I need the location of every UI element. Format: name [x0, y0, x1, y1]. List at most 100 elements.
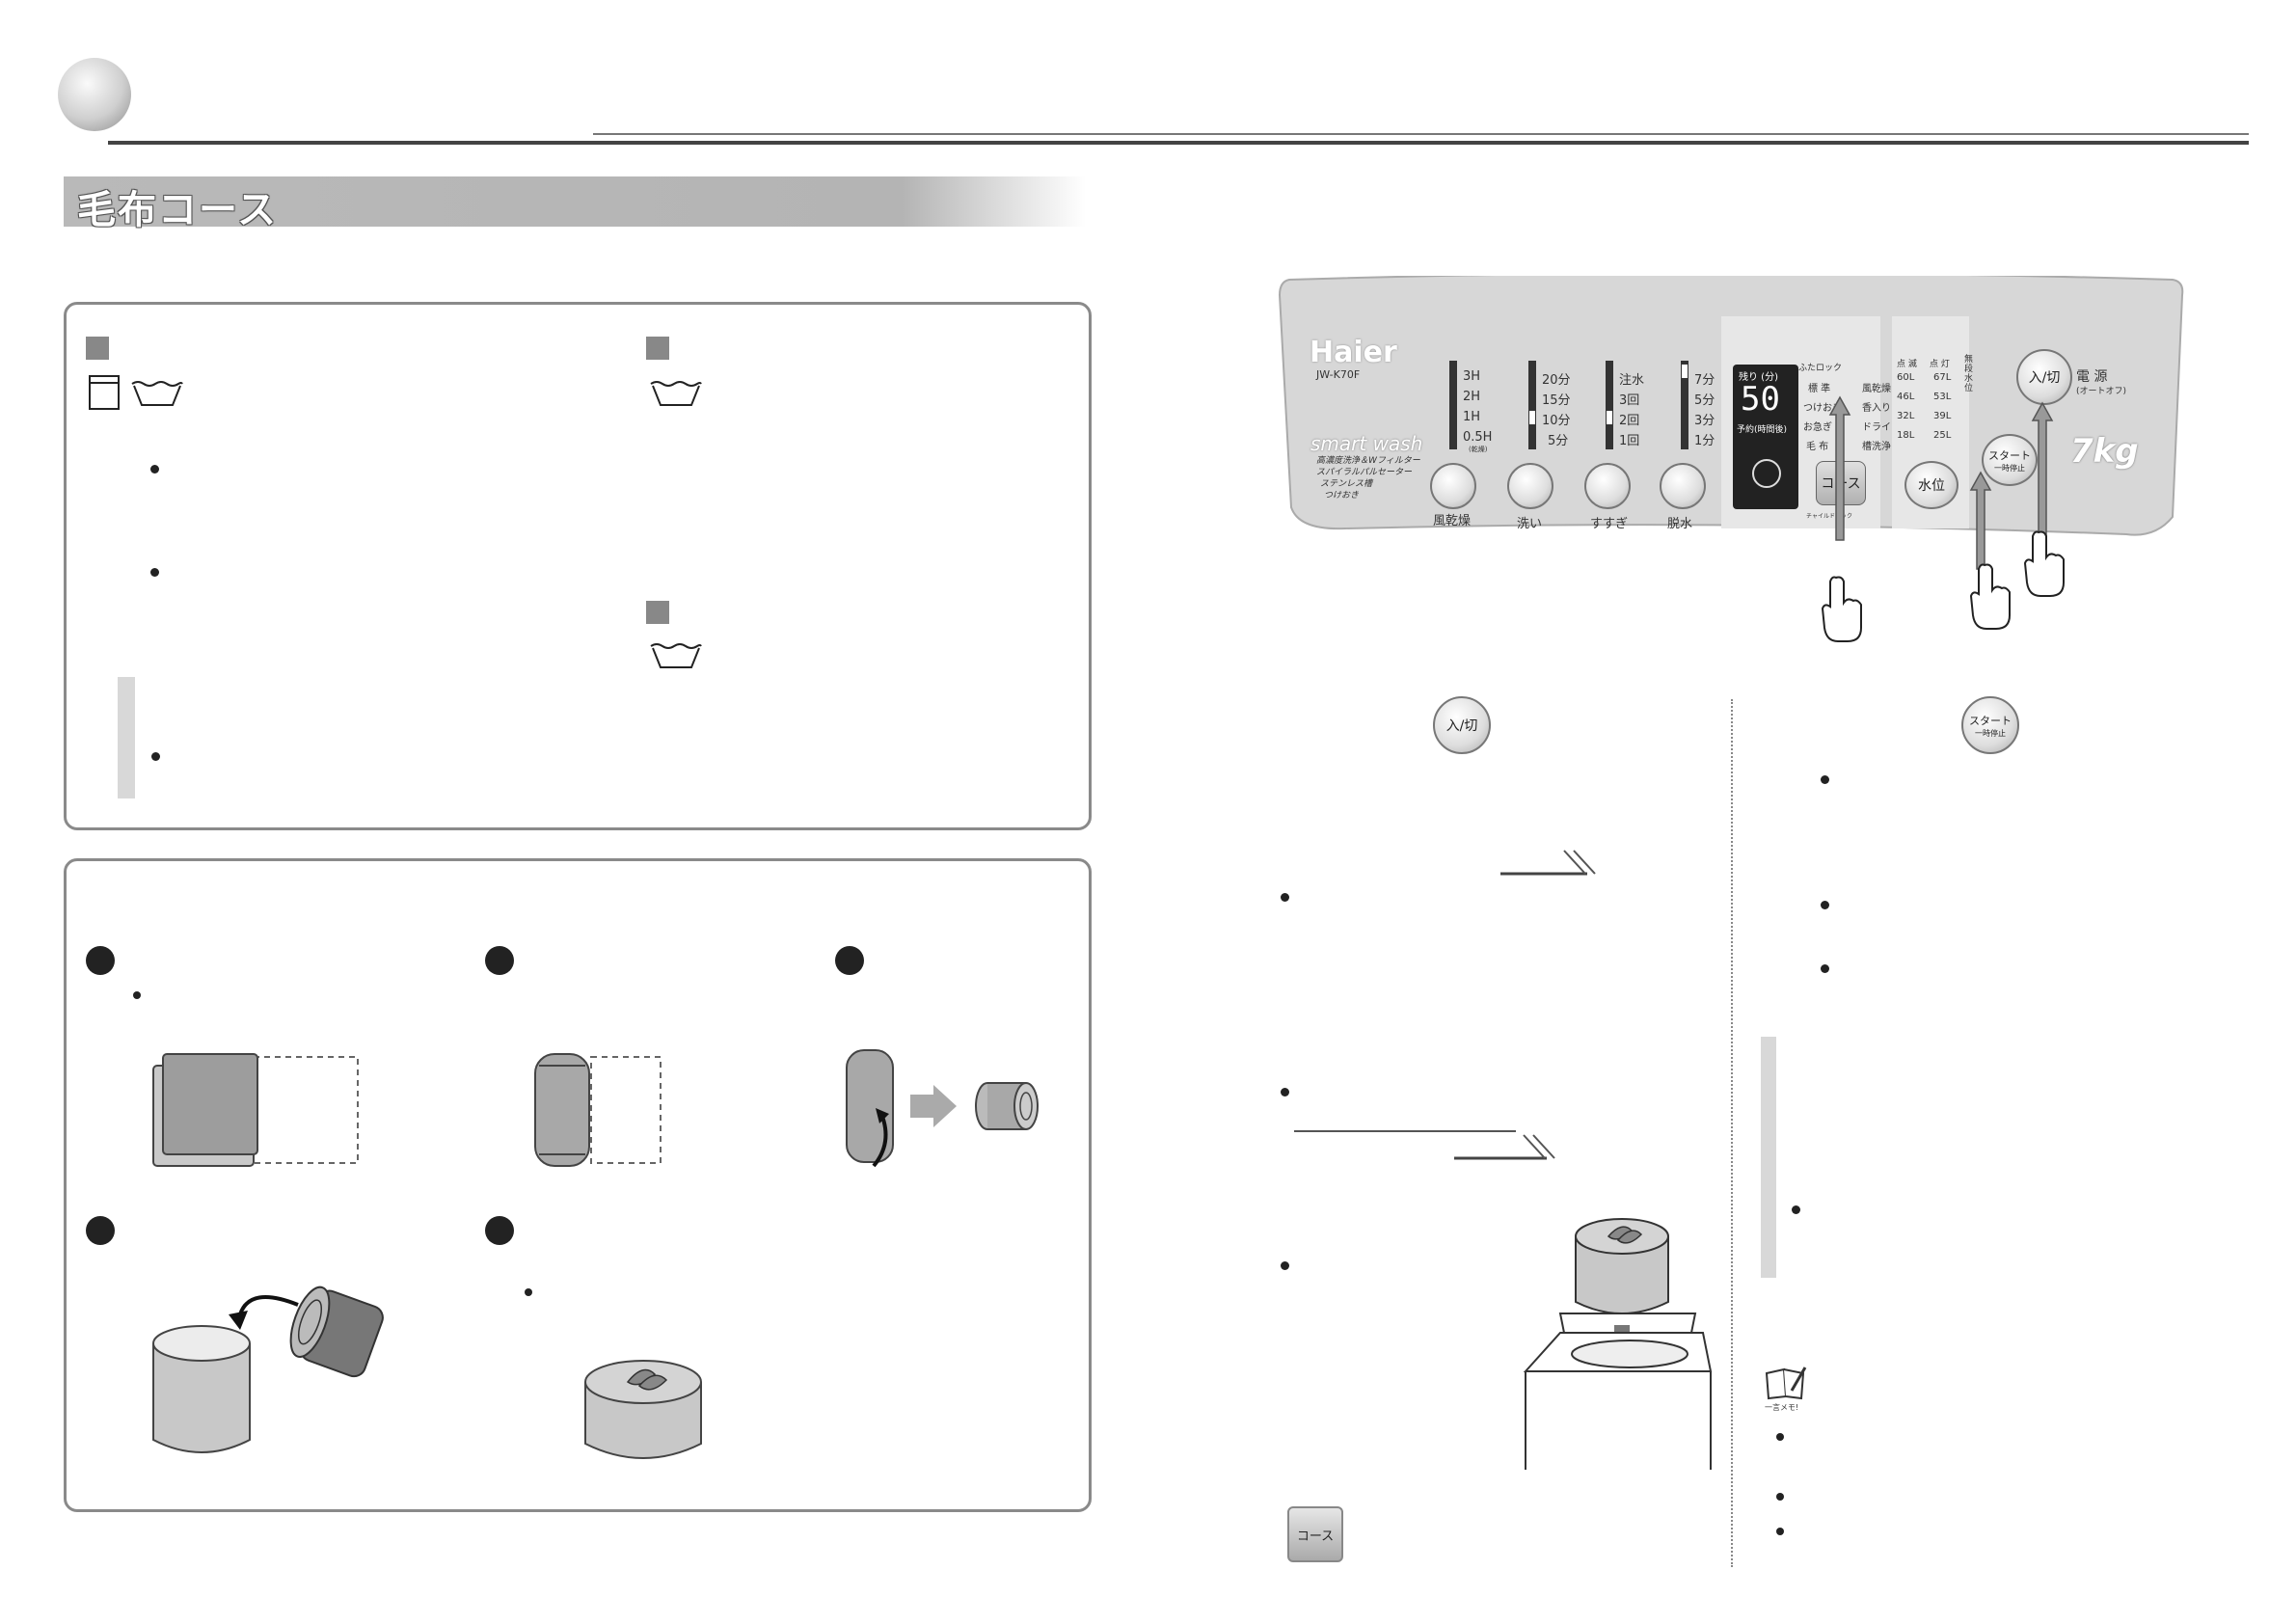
- step-number: [86, 946, 115, 975]
- start-icon-label: スタート: [1969, 714, 2012, 727]
- dry-knob[interactable]: [1430, 463, 1476, 509]
- bullet: [1776, 1528, 1784, 1535]
- timer-icon[interactable]: [1752, 459, 1781, 488]
- spin-level: 1分: [1694, 434, 1715, 448]
- wash-level: 20分: [1542, 373, 1571, 388]
- bullet: [1821, 964, 1829, 973]
- bullet: [133, 991, 141, 999]
- rinse-label: すすぎ: [1590, 517, 1629, 531]
- lcd-value: 50: [1741, 380, 1780, 419]
- wash-level: 5分: [1548, 434, 1569, 448]
- feature-2: スパイラルパルセーター: [1316, 468, 1413, 477]
- memo-icon: 一言メモ!: [1765, 1366, 1807, 1418]
- water-level-a: 32L: [1897, 411, 1915, 421]
- power-icon-label: 入/切: [1445, 718, 1478, 734]
- dry-level: 3H: [1463, 369, 1481, 384]
- model-name: JW-K70F: [1316, 368, 1361, 381]
- page-title: 毛布コース: [77, 188, 278, 232]
- rinse-level: 3回: [1619, 393, 1640, 408]
- course-blanket: 毛 布: [1806, 442, 1829, 452]
- folding-steps-box: [64, 858, 1092, 1512]
- wash-level: 15分: [1542, 393, 1571, 408]
- course-quick: お急ぎ: [1803, 422, 1832, 433]
- rinse-level: 1回: [1619, 434, 1640, 448]
- memo-label: 一言メモ!: [1765, 1403, 1799, 1412]
- bullet: [1776, 1433, 1784, 1441]
- bullet: [525, 1288, 532, 1296]
- start-button-sub: 一時停止: [1994, 463, 2025, 473]
- spin-indicator-active: [1682, 365, 1688, 378]
- bullet: [1821, 901, 1829, 909]
- step-number: [485, 946, 514, 975]
- lcd-display: 残り (分) 50 予約(時間後): [1733, 365, 1798, 509]
- lid-lock-label: ふたロック: [1798, 364, 1843, 373]
- dry-level: 2H: [1463, 390, 1481, 404]
- washer-loading-illustration: [1523, 1218, 1713, 1470]
- water-level-a: 60L: [1897, 372, 1915, 383]
- power-button-icon: 入/切: [1433, 696, 1491, 754]
- water-level-a: 18L: [1897, 430, 1915, 441]
- step-number: [485, 1216, 514, 1245]
- spin-level: 3分: [1694, 414, 1715, 428]
- rolled-cylinder-illustration: [846, 1049, 1039, 1168]
- header-rule-thin: [593, 133, 2249, 135]
- rinse-level: 注水: [1619, 373, 1645, 388]
- bullet: [151, 752, 160, 761]
- start-button-icon: スタート 一時停止: [1961, 696, 2019, 754]
- water-auto-label: 無段水位: [1964, 355, 1974, 393]
- power-button-label: 入/切: [2028, 370, 2061, 386]
- start-button[interactable]: スタート 一時停止: [1982, 434, 2038, 486]
- series-name: smart wash: [1310, 432, 1423, 455]
- step-number: [86, 1216, 115, 1245]
- course-icon-label: コース: [1296, 1529, 1335, 1544]
- arrow-divider: [1500, 850, 1596, 876]
- spin-knob[interactable]: [1660, 463, 1706, 509]
- note-bar: [118, 677, 135, 798]
- rinse-knob[interactable]: [1584, 463, 1631, 509]
- feature-4: つけおき: [1324, 491, 1360, 501]
- course-dry: ドライ: [1862, 422, 1891, 433]
- bullet: [150, 465, 159, 474]
- note-bar: [1761, 1037, 1776, 1278]
- water-level-b: 53L: [1933, 392, 1952, 402]
- start-button-label: スタート: [1988, 448, 2031, 462]
- section-marker: [86, 337, 109, 360]
- dry-sub: (乾燥): [1469, 446, 1488, 453]
- lcd-bottom-label: 予約(時間後): [1737, 425, 1788, 435]
- water-level-button[interactable]: 水位: [1904, 461, 1958, 509]
- wash-indicator-bar: [1528, 361, 1536, 449]
- dry-indicator-bar: [1449, 361, 1457, 449]
- wash-basin-icon: [650, 381, 702, 406]
- course-tub-clean: 槽洗浄: [1862, 442, 1891, 452]
- wash-level: 10分: [1542, 414, 1571, 428]
- bullet: [150, 568, 159, 577]
- power-button[interactable]: 入/切: [2016, 349, 2072, 405]
- rinse-indicator-bar: [1606, 361, 1613, 449]
- wash-basin-icon: [650, 643, 702, 668]
- water-level-b: 39L: [1933, 411, 1952, 421]
- pointing-hand-icon: [2023, 530, 2065, 597]
- feature-3: ステンレス槽: [1320, 479, 1373, 489]
- dry-level: 0.5H: [1463, 430, 1493, 445]
- rinse-level: 2回: [1619, 414, 1640, 428]
- header-circle-icon: [58, 58, 131, 131]
- pointing-hand-icon: [1821, 576, 1862, 642]
- wash-symbol-box: [64, 302, 1092, 830]
- power-sub: (オートオフ): [2076, 387, 2127, 396]
- bullet: [1281, 1088, 1289, 1096]
- control-panel: Haier JW-K70F smart wash 高濃度洗浄＆Wフィルター スパ…: [1278, 276, 2184, 540]
- capacity-label: 7kg: [2070, 432, 2139, 471]
- rinse-indicator-active: [1607, 411, 1612, 424]
- bullet: [1821, 775, 1829, 784]
- bullet: [1776, 1493, 1784, 1501]
- wash-knob[interactable]: [1507, 463, 1553, 509]
- course-button-icon: コース: [1287, 1506, 1343, 1562]
- bullet: [1792, 1205, 1800, 1214]
- folded-blanket-illustration: [152, 1053, 359, 1167]
- step-number: [835, 946, 864, 975]
- header-rule: [108, 141, 2249, 145]
- water-level-a: 46L: [1897, 392, 1915, 402]
- section-marker: [646, 337, 669, 360]
- spin-label: 脱水: [1667, 517, 1693, 531]
- notebook-pencil-icon: [1765, 1367, 1807, 1400]
